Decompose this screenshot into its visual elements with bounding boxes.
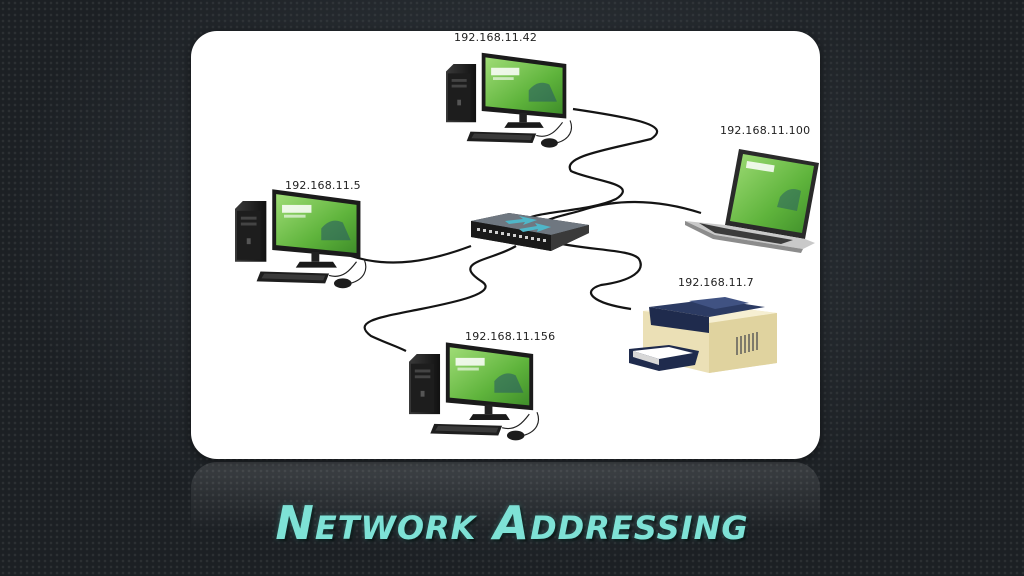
- cable-laptop: [545, 200, 702, 222]
- desktop-pc-icon[interactable]: [234, 188, 367, 289]
- network-diagram: [234, 52, 819, 441]
- ip-label-laptop: 192.168.11.100: [720, 124, 811, 137]
- network-switch-icon[interactable]: [471, 213, 589, 251]
- cable-printer: [545, 239, 642, 311]
- network-cables: [350, 107, 702, 352]
- ip-label-printer: 192.168.11.7: [678, 276, 754, 289]
- laptop-icon[interactable]: [685, 149, 819, 253]
- card-reflection: [191, 462, 820, 532]
- ip-label-pc-top: 192.168.11.42: [454, 31, 538, 44]
- ip-label-pc-left: 192.168.11.5: [285, 179, 361, 192]
- ip-label-pc-bottom: 192.168.11.156: [465, 330, 556, 343]
- cable-pc-left: [350, 244, 472, 264]
- slide-title: Network Addressing: [275, 496, 749, 550]
- desktop-pc-icon[interactable]: [445, 52, 573, 149]
- cable-pc-bottom: [363, 245, 517, 352]
- network-diagram-card: 192.168.11.42 192.168.11.100 192.168.11.…: [191, 31, 820, 459]
- printer-icon[interactable]: [629, 297, 777, 373]
- desktop-pc-icon[interactable]: [408, 341, 540, 441]
